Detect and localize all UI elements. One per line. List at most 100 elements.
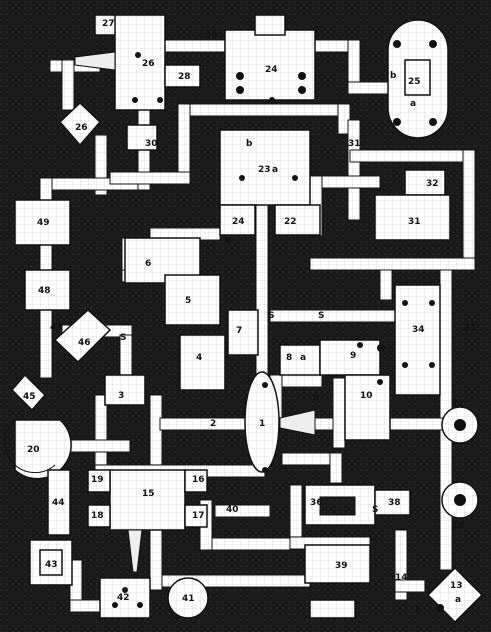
label-29: 28 [178, 72, 191, 82]
room-15-stairs [127, 529, 143, 573]
label-17: 17 [192, 511, 205, 521]
room-22 [274, 204, 321, 236]
room-33 [374, 194, 451, 241]
star-icons [236, 40, 444, 612]
label-25-a: a [410, 99, 416, 109]
room-34 [404, 169, 446, 196]
label-7: 7 [236, 326, 242, 336]
label-14: 14 [395, 573, 408, 583]
room-24-dome [254, 14, 286, 36]
label-25: 25 [408, 77, 421, 87]
label-32: 31 [348, 139, 361, 149]
label-25-b: b [390, 71, 397, 81]
label-35: 34 [412, 325, 425, 335]
room-31 [126, 124, 158, 151]
room-36-inner [319, 496, 356, 516]
label-19: 19 [91, 475, 104, 485]
label-8-a: a [300, 353, 306, 363]
label-16: 16 [192, 475, 205, 485]
label-9: 9 [350, 351, 356, 361]
room-48 [24, 269, 71, 311]
room-44 [47, 469, 71, 536]
rooms [4, 14, 484, 624]
room-49 [14, 199, 71, 246]
label-13-a: a [455, 595, 461, 605]
room-1-ramp [279, 409, 316, 436]
room-24-bottom [219, 204, 256, 236]
label-20: 20 [27, 445, 40, 455]
label-28: 27 [102, 19, 115, 29]
label-30: 29 [205, 31, 218, 41]
label-42: 42 [117, 593, 130, 603]
room-42 [99, 577, 151, 619]
label-24-top: 24 [265, 65, 278, 75]
label-8: 8 [286, 353, 292, 363]
room-16 [184, 469, 208, 493]
room-27-ramp [74, 51, 116, 71]
room-labels: 27 26 28 29 24 25 26 30 31 23 24 22 32 3… [23, 19, 477, 604]
room-38 [374, 489, 411, 516]
label-46: 46 [78, 338, 91, 348]
label-45: 45 [23, 392, 36, 402]
label-23-a: a [272, 165, 278, 175]
label-5: 5 [185, 296, 191, 306]
label-4: 4 [196, 353, 202, 363]
sub-labels: b a b a a b a b S S S S [120, 71, 461, 615]
label-18: 18 [91, 511, 104, 521]
label-41: 41 [182, 594, 195, 604]
label-48: 48 [38, 286, 51, 296]
label-23-b: b [246, 139, 253, 149]
room-41 [167, 577, 209, 619]
label-23: 23 [258, 165, 271, 175]
label-34: 32 [426, 179, 439, 189]
room-5 [164, 274, 221, 326]
label-31: 30 [145, 139, 158, 149]
label-secret-4: S [372, 505, 378, 515]
label-11: 11 [452, 399, 465, 409]
label-38: 38 [388, 498, 401, 508]
room-9 [319, 339, 381, 376]
label-13-b: b [415, 605, 422, 615]
room-1 [244, 371, 280, 473]
label-21: 21 [464, 323, 477, 333]
room-15 [109, 469, 186, 531]
room-29 [164, 64, 201, 88]
label-secret-1: S [268, 311, 274, 321]
room-7 [227, 309, 259, 356]
label-22: 22 [284, 217, 297, 227]
room-17 [184, 504, 208, 528]
room-23 [219, 129, 311, 206]
label-secret-3: S [120, 333, 126, 343]
features [112, 52, 435, 608]
label-36: 36 [310, 498, 323, 508]
label-44: 44 [52, 498, 65, 508]
label-24-bottom: 24 [232, 217, 245, 227]
label-secret-2: S [318, 311, 324, 321]
label-33: 31 [408, 217, 421, 227]
room-27 [114, 14, 166, 111]
room-39 [304, 544, 371, 584]
label-40: 40 [226, 505, 239, 515]
label-13: 13 [450, 581, 463, 591]
label-47: 47 [50, 323, 63, 333]
label-39: 39 [335, 561, 348, 571]
room-18 [87, 504, 111, 528]
room-3 [104, 374, 146, 406]
room-11-pit [454, 419, 466, 431]
label-49: 49 [37, 218, 50, 228]
room-20 [14, 419, 72, 480]
room-43 [29, 539, 73, 586]
room-39-bottom [309, 599, 356, 619]
label-12: 12 [452, 521, 465, 531]
label-3: 3 [118, 391, 124, 401]
room-4 [179, 334, 226, 391]
label-1: 1 [259, 419, 265, 429]
room-25-inner [404, 59, 431, 96]
room-19 [87, 469, 111, 493]
label-6: 6 [145, 259, 151, 269]
room-12-pit [454, 494, 466, 506]
room-10 [344, 374, 391, 441]
label-10: 10 [360, 391, 373, 401]
label-b-lower: b [313, 393, 320, 403]
